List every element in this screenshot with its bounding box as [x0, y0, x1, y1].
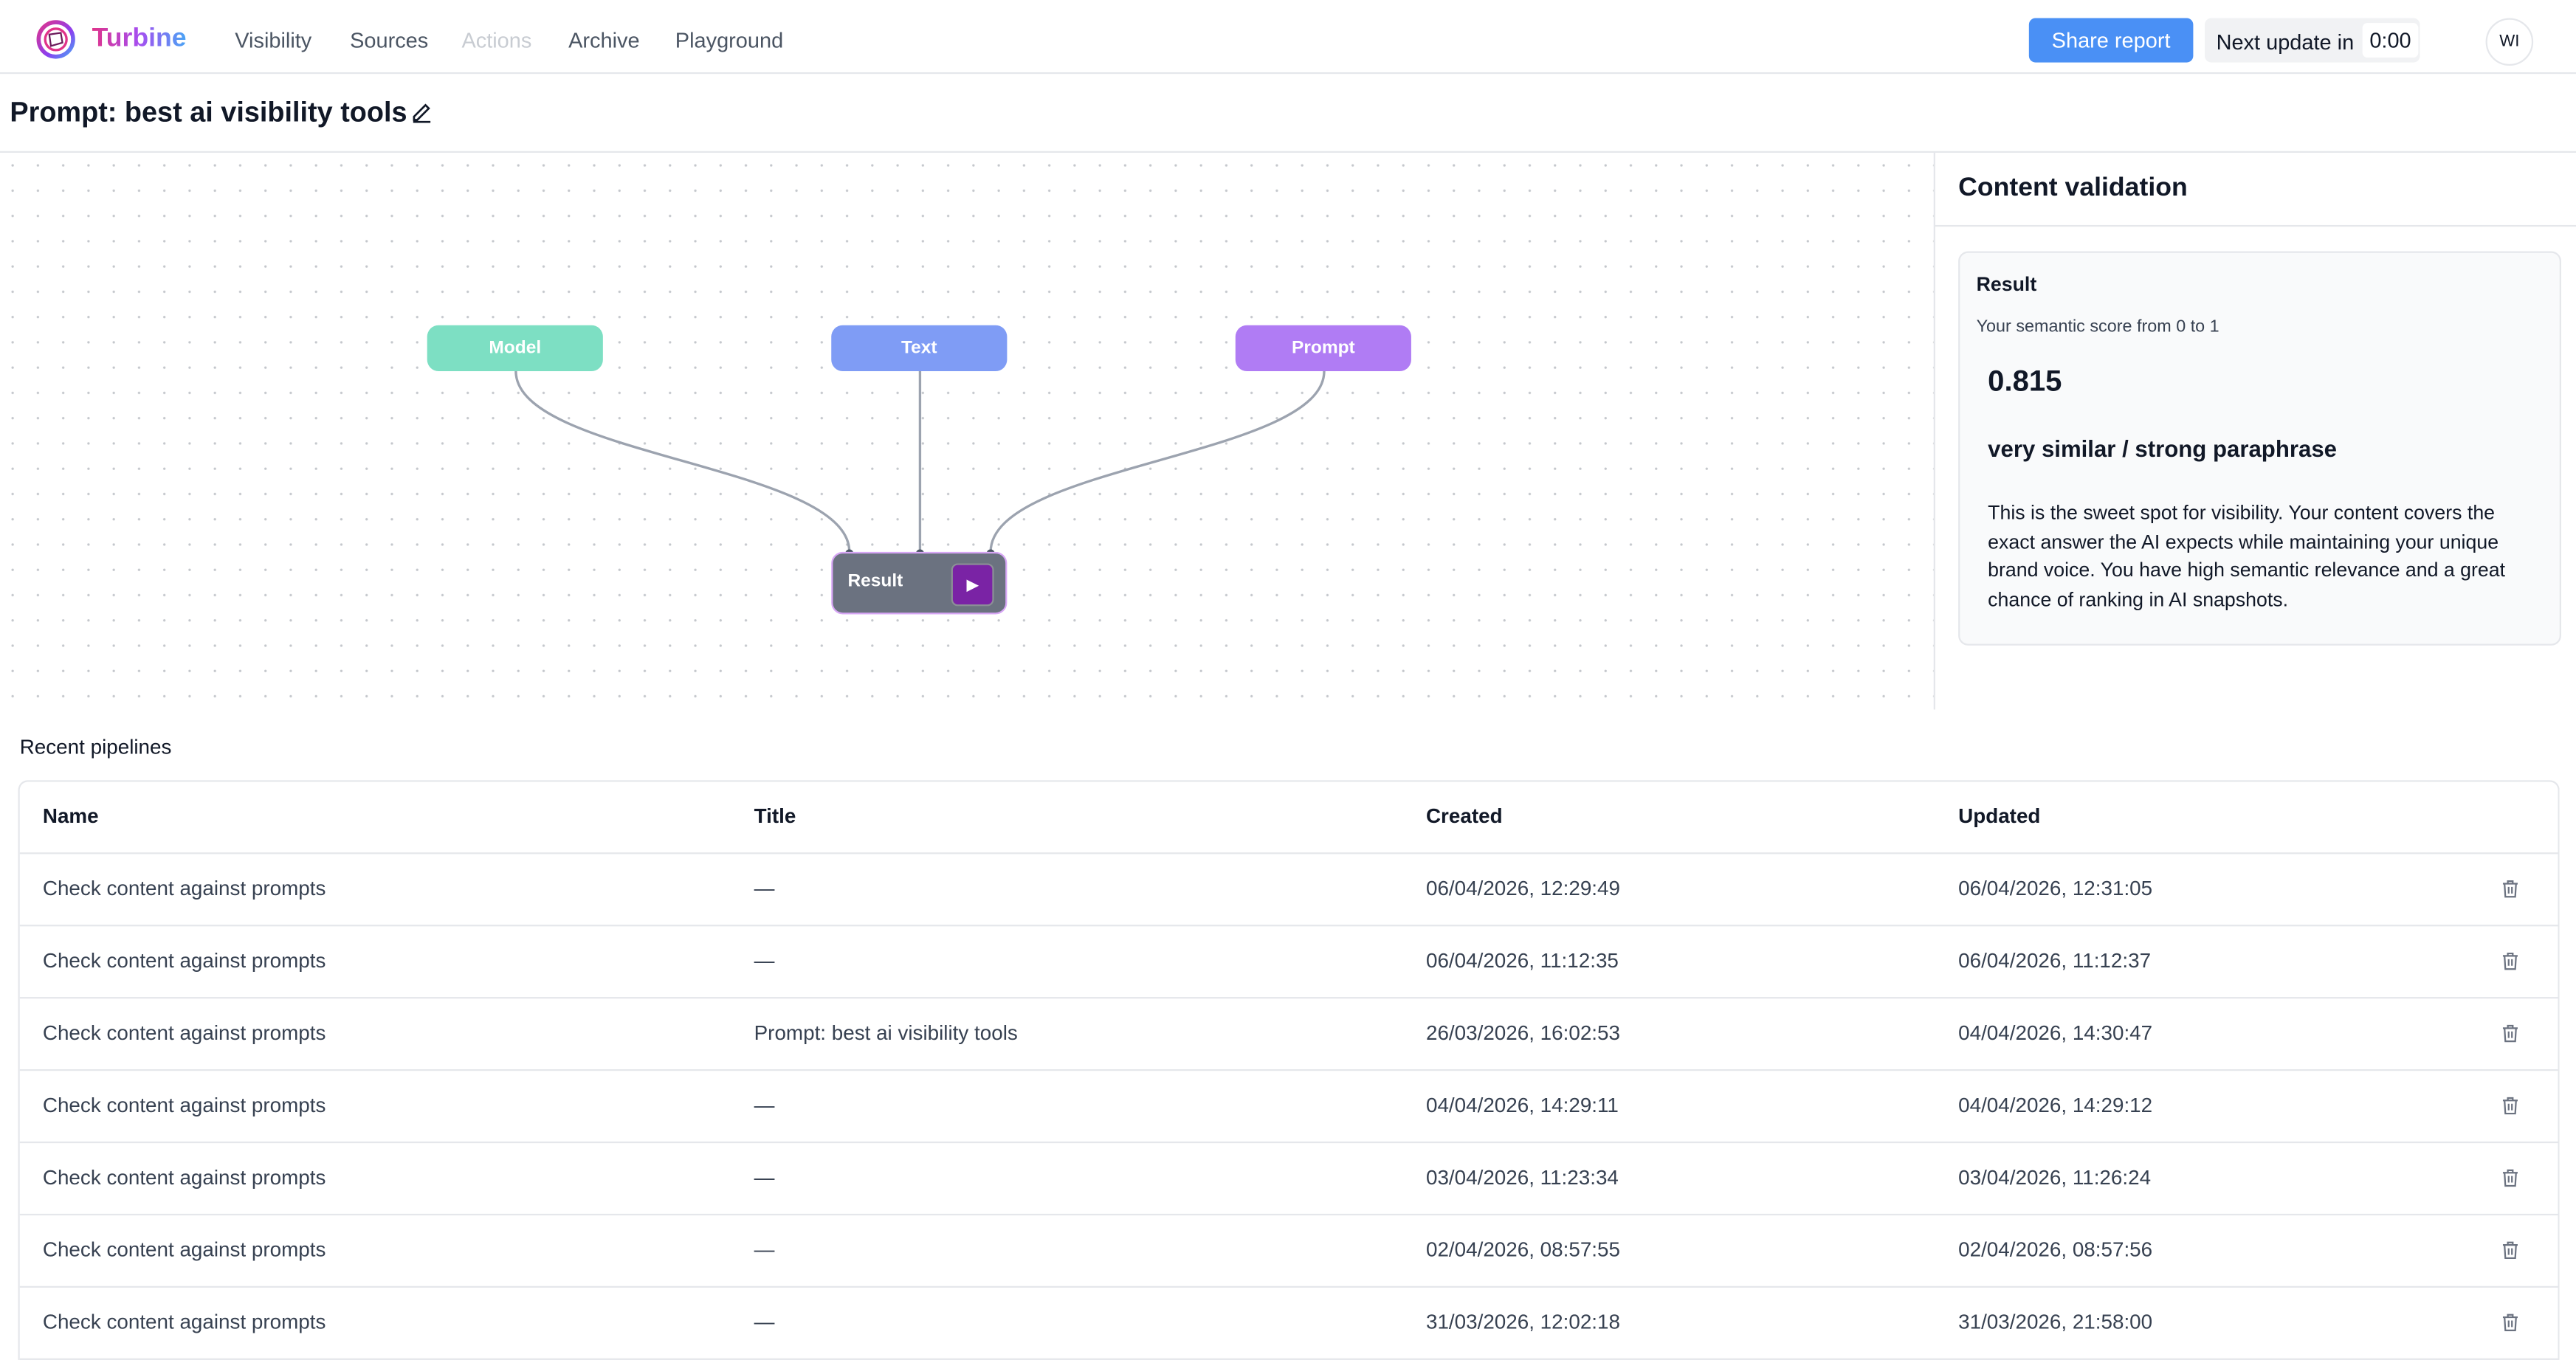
user-avatar[interactable]: WI [2485, 18, 2534, 66]
cell-created: 02/04/2026, 08:57:55 [1425, 1238, 1620, 1262]
edge-model-result [514, 371, 851, 552]
cell-title: — [754, 1166, 775, 1190]
play-icon: ▶ [966, 576, 979, 593]
table-header: Name Title Created Updated [19, 781, 2558, 855]
node-result[interactable]: Result ▶ [831, 551, 1008, 615]
node-model[interactable]: Model [427, 325, 603, 372]
cell-name: Check content against prompts [42, 949, 326, 973]
turbine-logo-icon[interactable] [36, 20, 75, 59]
cell-title: Prompt: best ai visibility tools [754, 1021, 1018, 1045]
node-text[interactable]: Text [831, 325, 1008, 372]
semantic-score: 0.815 [1988, 365, 2062, 398]
result-card: Result Your semantic score from 0 to 1 0… [1958, 251, 2561, 646]
delete-trash-icon[interactable] [2501, 1168, 2521, 1188]
delete-trash-icon[interactable] [2501, 1024, 2521, 1043]
nav-archive[interactable]: Archive [568, 27, 640, 53]
next-update-timer: 0:00 [2362, 23, 2419, 58]
nav-sources[interactable]: Sources [350, 27, 429, 53]
result-node-label: Result [847, 571, 903, 592]
panel-heading: Content validation [1958, 173, 2188, 202]
card-title: Result [1976, 272, 2037, 296]
column-header-title: Title [754, 804, 796, 828]
edge-prompt-result [989, 371, 1326, 552]
next-update-indicator: Next update in 0:00 [2204, 18, 2420, 63]
pipeline-canvas[interactable]: Model Text Prompt Result ▶ [0, 152, 1935, 710]
score-description: This is the sweet spot for visibility. Y… [1988, 500, 2506, 611]
table-row[interactable]: Check content against prompts Prompt: bes… [19, 998, 2558, 1071]
next-update-label: Next update in [2216, 30, 2355, 55]
nav-actions: Actions [461, 27, 532, 53]
delete-trash-icon[interactable] [2501, 1240, 2521, 1260]
nav-visibility[interactable]: Visibility [235, 27, 312, 53]
table-row[interactable]: Check content against prompts — 31/03/2026… [19, 1288, 2558, 1360]
page-title: Prompt: best ai visibility tools [10, 97, 407, 128]
cell-updated: 04/04/2026, 14:29:12 [1958, 1094, 2153, 1117]
nav-playground[interactable]: Playground [675, 27, 784, 53]
table-row[interactable]: Check content against prompts — 06/04/2026… [19, 854, 2558, 927]
node-connections [514, 371, 1326, 558]
cell-created: 03/04/2026, 11:23:34 [1425, 1166, 1619, 1190]
cell-created: 04/04/2026, 14:29:11 [1425, 1094, 1619, 1117]
divider [1935, 224, 2576, 227]
cell-title: — [754, 877, 775, 900]
column-header-updated: Updated [1958, 804, 2041, 828]
cell-updated: 06/04/2026, 12:31:05 [1958, 877, 2153, 900]
delete-trash-icon[interactable] [2501, 1312, 2521, 1332]
cell-name: Check content against prompts [42, 1166, 326, 1190]
cell-created: 31/03/2026, 12:02:18 [1425, 1311, 1620, 1334]
edit-pencil-icon[interactable] [410, 100, 433, 123]
section-heading: Recent pipelines [19, 736, 172, 759]
cell-title: — [754, 1238, 775, 1262]
cell-created: 06/04/2026, 11:12:35 [1425, 949, 1619, 973]
table-row[interactable]: Check content against prompts — 02/04/2026… [19, 1215, 2558, 1288]
cell-name: Check content against prompts [42, 877, 326, 900]
delete-trash-icon[interactable] [2501, 879, 2521, 899]
table-row[interactable]: Check content against prompts — 04/04/2026… [19, 1071, 2558, 1144]
score-verdict: very similar / strong paraphrase [1988, 435, 2338, 462]
cell-name: Check content against prompts [42, 1021, 326, 1045]
cell-title: — [754, 1094, 775, 1117]
cell-name: Check content against prompts [42, 1094, 326, 1117]
table-row[interactable]: Check content against prompts — 06/04/2026… [19, 926, 2558, 999]
share-report-button[interactable]: Share report [2028, 18, 2194, 63]
cell-name: Check content against prompts [42, 1311, 326, 1334]
column-header-created: Created [1425, 804, 1503, 828]
brand-name[interactable]: Turbine [92, 24, 187, 54]
delete-trash-icon[interactable] [2501, 951, 2521, 971]
run-play-button[interactable]: ▶ [951, 563, 994, 607]
cell-updated: 02/04/2026, 08:57:56 [1958, 1238, 2153, 1262]
score-subtitle: Your semantic score from 0 to 1 [1976, 317, 2219, 337]
cell-name: Check content against prompts [42, 1238, 326, 1262]
cell-updated: 03/04/2026, 11:26:24 [1958, 1166, 2152, 1190]
column-header-name: Name [42, 804, 99, 828]
cell-title: — [754, 1311, 775, 1334]
cell-title: — [754, 949, 775, 973]
node-prompt[interactable]: Prompt [1235, 325, 1411, 372]
cell-updated: 31/03/2026, 21:58:00 [1958, 1311, 2153, 1334]
cell-created: 26/03/2026, 16:02:53 [1425, 1021, 1620, 1045]
cell-updated: 06/04/2026, 11:12:37 [1958, 949, 2152, 973]
cell-updated: 04/04/2026, 14:30:47 [1958, 1021, 2153, 1045]
pipelines-table: Name Title Created Updated Check content… [18, 780, 2560, 1360]
divider [0, 151, 2576, 153]
delete-trash-icon[interactable] [2501, 1096, 2521, 1116]
cell-created: 06/04/2026, 12:29:49 [1425, 877, 1620, 900]
table-row[interactable]: Check content against prompts — 03/04/2026… [19, 1143, 2558, 1216]
top-nav-bar: Turbine Visibility Sources Actions Archi… [0, 0, 2576, 75]
